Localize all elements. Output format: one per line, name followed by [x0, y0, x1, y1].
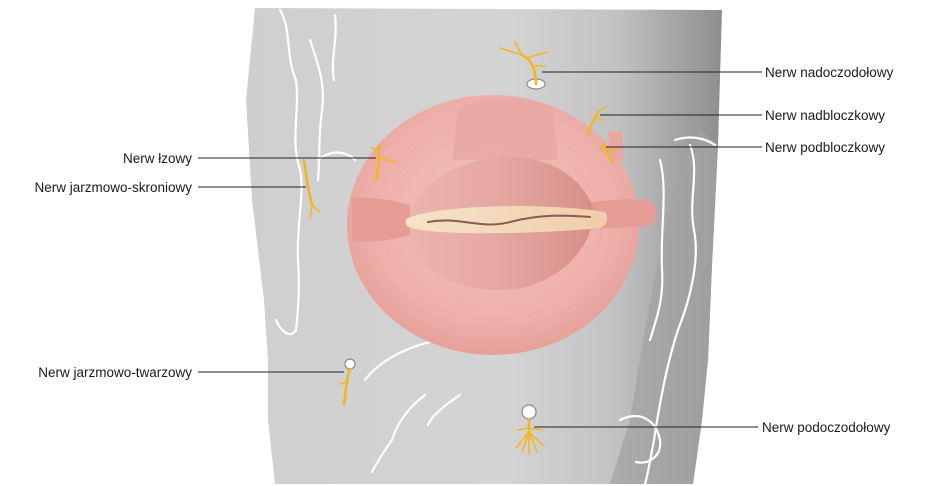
label-infratrochlear: Nerw podbloczkowy	[765, 140, 885, 155]
label-supraorbital: Nerw nadoczodołowy	[765, 65, 894, 80]
superior-muscle-band	[452, 98, 558, 160]
lateral-palpebral-tendon	[352, 197, 410, 241]
label-zygomaticotemporal: Nerw jarzmowo-skroniowy	[34, 180, 192, 195]
infraorbital-foramen	[522, 405, 536, 419]
label-supratrochlear: Nerw nadbloczkowy	[765, 108, 885, 123]
label-lacrimal: Nerw łzowy	[123, 151, 192, 166]
label-infraorbital: Nerw podoczodołowy	[762, 420, 891, 435]
label-zygomaticofacial: Nerw jarzmowo-twarzowy	[38, 365, 192, 380]
zygomaticofacial-foramen	[345, 359, 355, 369]
